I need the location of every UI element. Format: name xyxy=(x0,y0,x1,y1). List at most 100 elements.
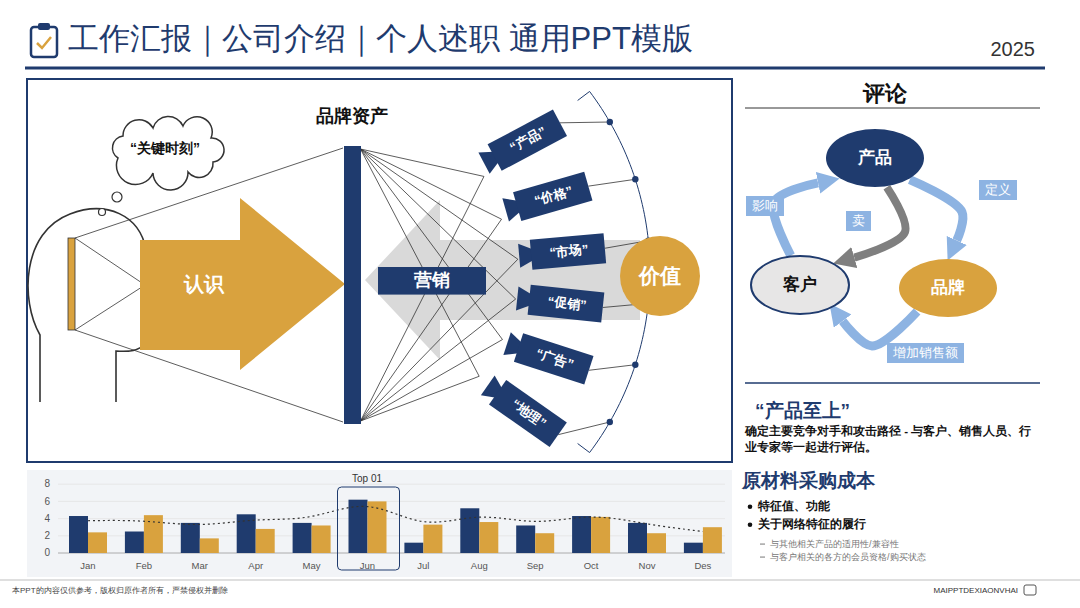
month-label: Jul xyxy=(417,560,429,573)
fan-line xyxy=(361,149,502,421)
marketing-arrow xyxy=(365,200,640,360)
ellipse-node: 客户 xyxy=(750,255,850,315)
month-label: Oct xyxy=(584,560,599,573)
arc-tick xyxy=(578,444,590,453)
thought-bubble xyxy=(112,192,122,202)
camera-tag: “市场” xyxy=(518,233,606,270)
check-mark xyxy=(37,37,51,48)
bar xyxy=(684,543,703,553)
bar xyxy=(256,529,275,553)
edge-label: 增加销售额 xyxy=(887,343,964,363)
highlight-box xyxy=(338,487,400,570)
node-label: 客户 xyxy=(783,275,817,295)
title-rule xyxy=(25,67,1045,70)
eye-screen xyxy=(68,238,75,330)
edge-label: 卖 xyxy=(846,211,871,231)
edge-label: 影响 xyxy=(746,196,784,216)
bar xyxy=(125,532,144,554)
month-label: Jan xyxy=(80,560,95,573)
bar-chart xyxy=(58,484,725,570)
sight-lines xyxy=(75,238,145,330)
arc-dot xyxy=(632,362,638,368)
clipboard-icon xyxy=(31,27,57,57)
highlight-label: Top 01 xyxy=(352,472,382,486)
month-label: Nov xyxy=(639,560,656,573)
sub-bullet: 与其他相关产品的适用性/兼容性 xyxy=(770,538,899,550)
node-label: 营销 xyxy=(414,270,450,292)
node-label: 价值 xyxy=(639,263,681,288)
bar xyxy=(293,523,312,553)
axis-tick: 2 xyxy=(44,529,50,543)
bullet-text: 特征值、功能 xyxy=(758,499,830,515)
arc-dot xyxy=(632,176,638,182)
bar xyxy=(535,533,554,553)
fan-line xyxy=(361,149,516,421)
edge-label: 定义 xyxy=(979,180,1017,200)
node-label: 产品 xyxy=(858,148,892,168)
bar-heading: 品牌资产 xyxy=(316,106,388,128)
bar xyxy=(516,525,535,553)
bar xyxy=(479,522,498,553)
bar xyxy=(181,523,200,553)
axis-tick: 0 xyxy=(44,546,50,560)
month-label: May xyxy=(303,560,321,573)
bullet-dash xyxy=(760,557,765,558)
chart-panel xyxy=(27,470,732,577)
diagram-panel xyxy=(27,79,732,462)
watermark: 本PPT的内容仅供参考，版权归原作者所有，严禁侵权并删除 xyxy=(12,586,228,597)
camera-tag: “促销” xyxy=(516,284,605,323)
month-label: Sep xyxy=(527,560,544,573)
footer-icon xyxy=(1024,585,1036,595)
arrow-node: 认识 xyxy=(140,198,345,370)
bar xyxy=(144,515,163,553)
camera-tag: “广告” xyxy=(502,329,593,384)
ellipse-node: 产品 xyxy=(825,128,925,188)
brand-bar: 品牌资产 xyxy=(302,106,402,424)
month-label: Feb xyxy=(136,560,152,573)
section-rule xyxy=(745,382,1040,384)
axis-tick: 8 xyxy=(44,477,50,491)
bar xyxy=(628,523,647,553)
footer-code: MAIPPTDEXIAONVHAI xyxy=(934,586,1018,597)
bar xyxy=(423,525,442,553)
heading-rule xyxy=(745,108,1040,109)
cycle-arrow xyxy=(773,183,818,256)
axis-tick: 4 xyxy=(44,512,50,526)
camera-tag: “地理” xyxy=(479,373,567,447)
fan-line xyxy=(361,149,503,421)
ellipse-node: 品牌 xyxy=(898,258,998,318)
leader-line xyxy=(589,365,635,371)
axis-tick: 6 xyxy=(44,495,50,509)
month-label: Aug xyxy=(471,560,488,573)
cycle-arrow xyxy=(910,180,963,241)
bar xyxy=(368,501,387,553)
bar xyxy=(88,532,107,553)
bullet-dot xyxy=(748,504,753,509)
bullet-dash xyxy=(760,544,765,545)
section-heading: 原材料采购成本 xyxy=(742,468,875,494)
fan-line xyxy=(361,149,518,421)
arc-dot xyxy=(607,419,613,425)
circle-node: 价值 xyxy=(619,235,701,317)
arc-dot xyxy=(607,119,613,125)
body-text: 确定主要竞争对手和攻击路径 - 与客户、销售人员、行业专家等一起进行评估。 xyxy=(745,424,1043,455)
bullet-dot xyxy=(748,522,753,527)
clipboard-clip xyxy=(38,23,50,30)
bar xyxy=(404,543,423,553)
bullet-text: 关于网络特征的履行 xyxy=(758,517,866,533)
bar xyxy=(69,516,88,553)
bar xyxy=(703,527,722,553)
bar xyxy=(349,500,368,553)
bar xyxy=(572,516,591,553)
quote-heading: “产品至上” xyxy=(755,398,850,424)
node-label: 认识 xyxy=(184,272,302,296)
camera-tag: “产品” xyxy=(477,110,567,177)
bar xyxy=(647,533,666,553)
thought-bubble xyxy=(99,209,106,216)
year: 2025 xyxy=(991,36,1036,63)
rect-node: 营销 xyxy=(378,267,486,295)
section-heading: 评论 xyxy=(863,79,907,109)
page-title: 工作汇报｜公司介绍｜个人述职 通用PPT模版 xyxy=(68,20,693,57)
bar xyxy=(200,538,219,553)
month-label: Des xyxy=(694,560,711,573)
